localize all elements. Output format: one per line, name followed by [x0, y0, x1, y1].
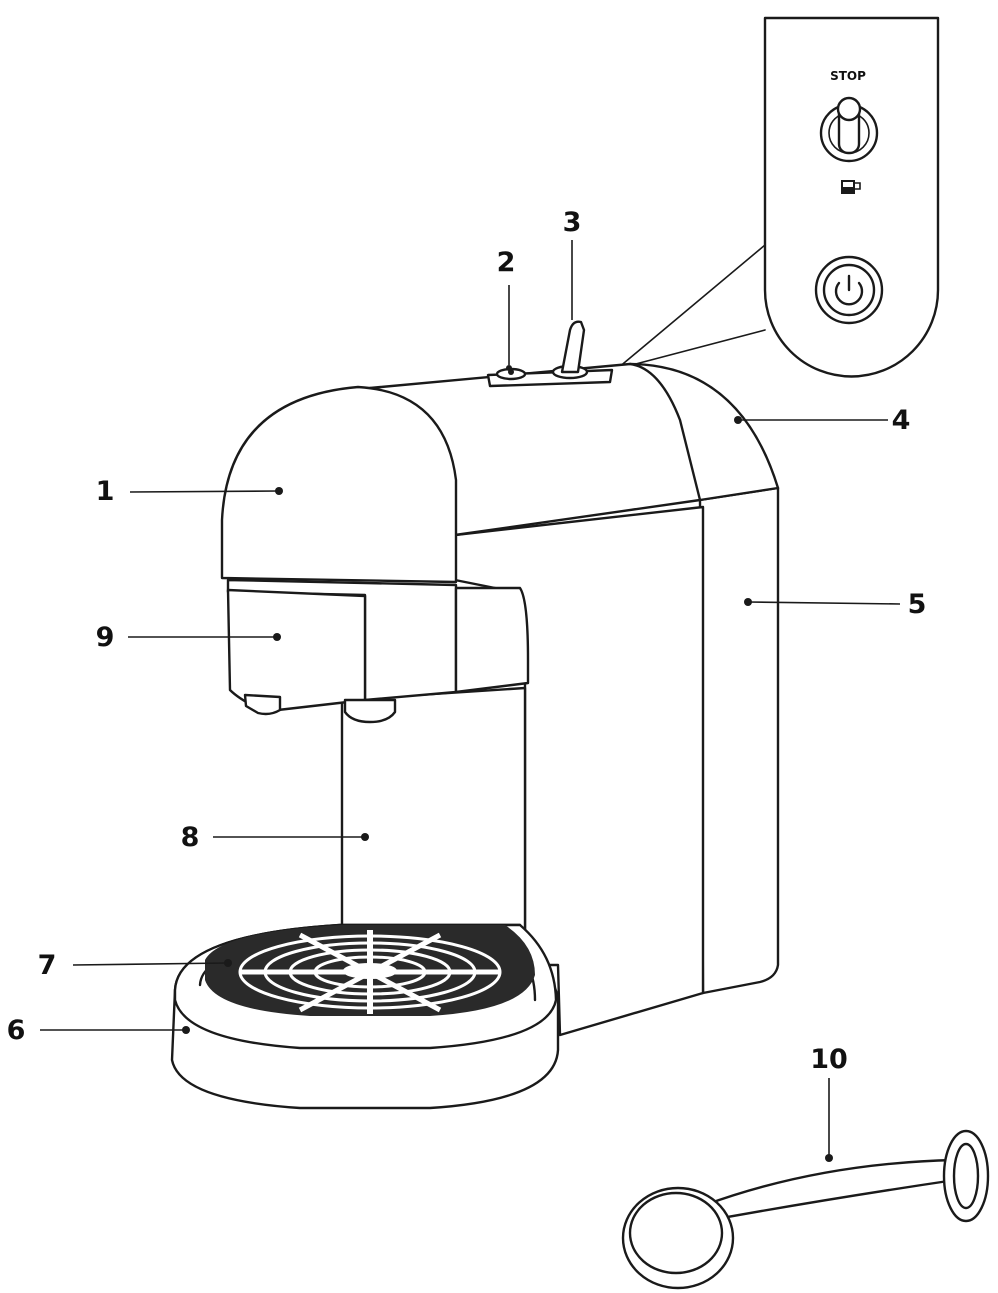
- control-panel-inset: STOP: [763, 16, 940, 378]
- stop-label: STOP: [830, 69, 866, 83]
- callout-3: 3: [563, 207, 582, 238]
- callout-8: 8: [181, 822, 200, 853]
- coffee-scoop-tamper: [621, 1129, 990, 1290]
- callout-7: 7: [38, 950, 57, 981]
- espresso-cup-icon: [841, 180, 861, 194]
- callout-5: 5: [908, 589, 927, 620]
- stop-lever[interactable]: [560, 320, 586, 374]
- panel-zoom-line-upper: [617, 244, 766, 369]
- toggle-lever-icon[interactable]: [819, 96, 879, 163]
- power-icon[interactable]: [814, 255, 884, 325]
- callout-1: 1: [96, 476, 115, 507]
- drip-grid: [205, 925, 535, 1016]
- callout-labels: 1 2 3 4 5 6 7 8 9 10: [7, 207, 927, 1075]
- callout-9: 9: [96, 622, 115, 653]
- leader-lines: [40, 240, 901, 1162]
- callout-10: 10: [810, 1044, 848, 1075]
- callout-4: 4: [892, 405, 911, 436]
- panel-zoom-line-lower: [631, 329, 766, 366]
- callout-2: 2: [497, 247, 516, 278]
- drip-tray: [170, 923, 560, 1110]
- coffee-machine: [220, 320, 780, 1037]
- callout-6: 6: [7, 1015, 26, 1046]
